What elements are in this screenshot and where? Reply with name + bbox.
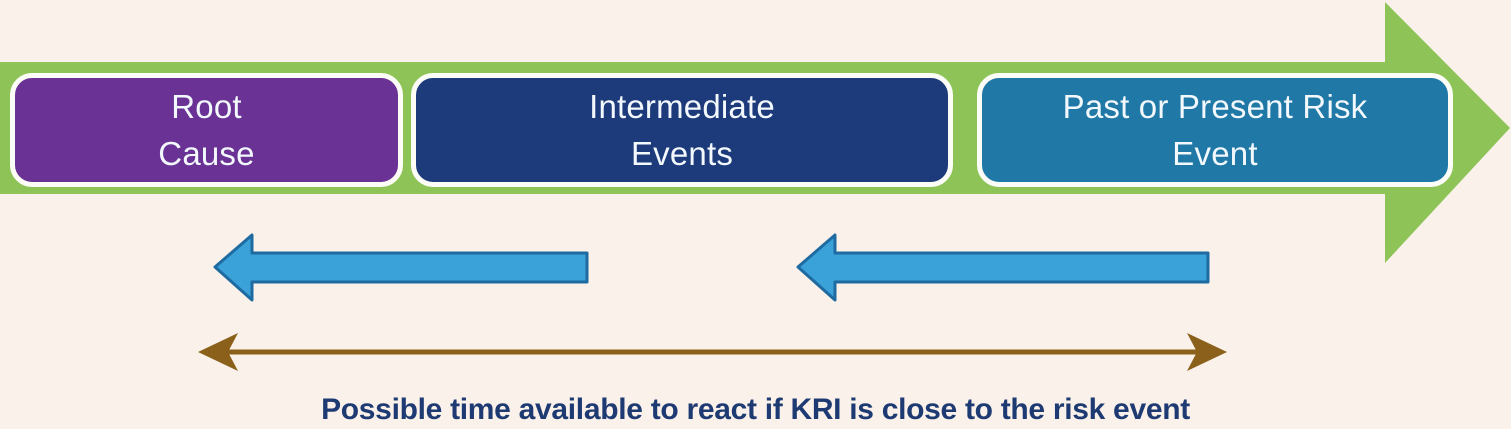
time-span-arrow [198, 333, 1227, 371]
stage-box-intermediate-events: Intermediate Events [411, 73, 953, 187]
stage-box-past-or-present-risk-event: Past or Present Risk Event [977, 73, 1453, 187]
stage-label-root-cause-line1: Root [171, 88, 242, 125]
stage-label-risk-event-line2: Event [1172, 135, 1258, 172]
stage-label-risk-event-line1: Past or Present Risk [1062, 88, 1368, 125]
back-arrow-1-icon [213, 233, 589, 302]
time-span-arrowhead-right-icon [1187, 333, 1227, 371]
stage-label-root-cause-line2: Cause [158, 135, 255, 172]
stage-box-root-cause: Root Cause [10, 73, 403, 187]
stage-label-intermediate-events-line2: Events [630, 135, 734, 172]
caption-text: Possible time available to react if KRI … [321, 393, 1190, 426]
stage-label-intermediate-events-line1: Intermediate [589, 88, 775, 125]
back-arrow-2-icon [796, 233, 1210, 302]
time-span-arrowhead-left-icon [198, 333, 238, 371]
